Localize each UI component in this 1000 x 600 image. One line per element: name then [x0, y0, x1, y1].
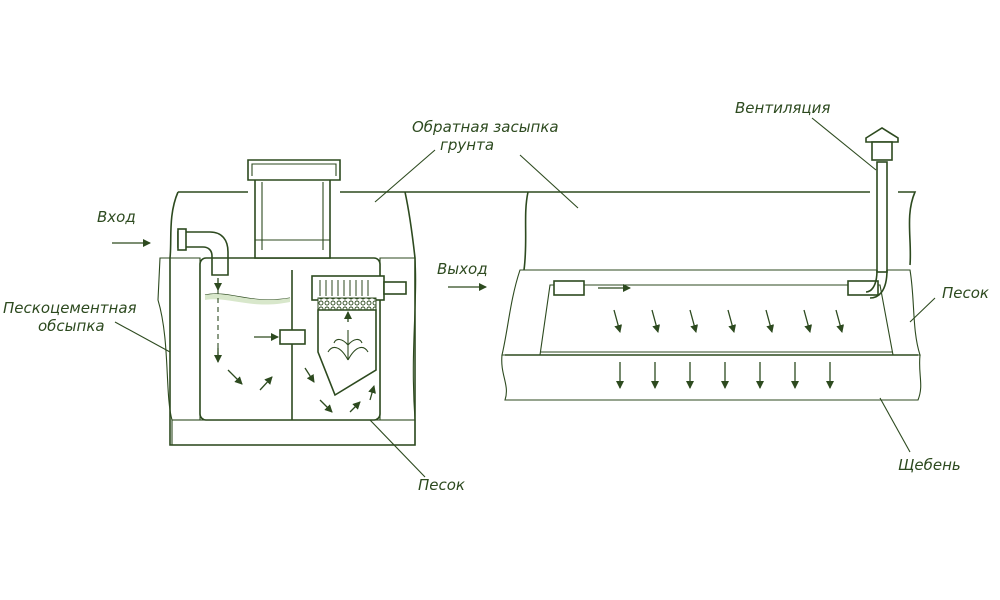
- drain-field: [501, 127, 922, 401]
- trench-left-edge: [523, 191, 529, 271]
- scum-layer: [205, 293, 290, 305]
- inlet-pipe: [177, 231, 229, 276]
- label-inlet: Вход: [97, 208, 136, 226]
- leader-lines: [114, 117, 936, 478]
- label-sand-cement-2: обсыпка: [38, 317, 105, 335]
- aeration-symbol: [327, 330, 369, 361]
- drain-pipe-start: [553, 280, 585, 296]
- biomass-layer: [317, 297, 377, 311]
- infiltration-trench: [539, 284, 894, 356]
- vent-pipe: [876, 161, 888, 273]
- tank-neck: [254, 174, 331, 259]
- label-sand-cement-1: Пескоцементная: [3, 299, 137, 317]
- label-backfill-1: Обратная засыпка: [412, 118, 559, 136]
- label-ventilation: Вентиляция: [735, 99, 830, 117]
- flow-arrows-tank: [214, 278, 376, 413]
- drain-pipe-end: [847, 280, 879, 296]
- filter-funnel: [317, 309, 377, 397]
- tank-lid: [247, 159, 341, 181]
- sand-bed-left: [171, 419, 416, 446]
- label-sand-bottom: Песок: [418, 476, 465, 494]
- label-sand-right: Песок: [942, 284, 989, 302]
- label-gravel: Щебень: [898, 456, 961, 474]
- septic-tank: [177, 159, 407, 421]
- flow-arrows-field: [598, 284, 845, 389]
- baffle-box: [279, 329, 306, 345]
- ground-line-right: [898, 191, 917, 266]
- vent-cap: [865, 127, 899, 143]
- label-outlet: Выход: [437, 260, 488, 278]
- label-backfill-2: грунта: [440, 136, 494, 154]
- sand-cement-left-wall: [157, 257, 201, 421]
- gravel-layer: [501, 354, 922, 401]
- outlet-filter-pipe: [311, 275, 385, 301]
